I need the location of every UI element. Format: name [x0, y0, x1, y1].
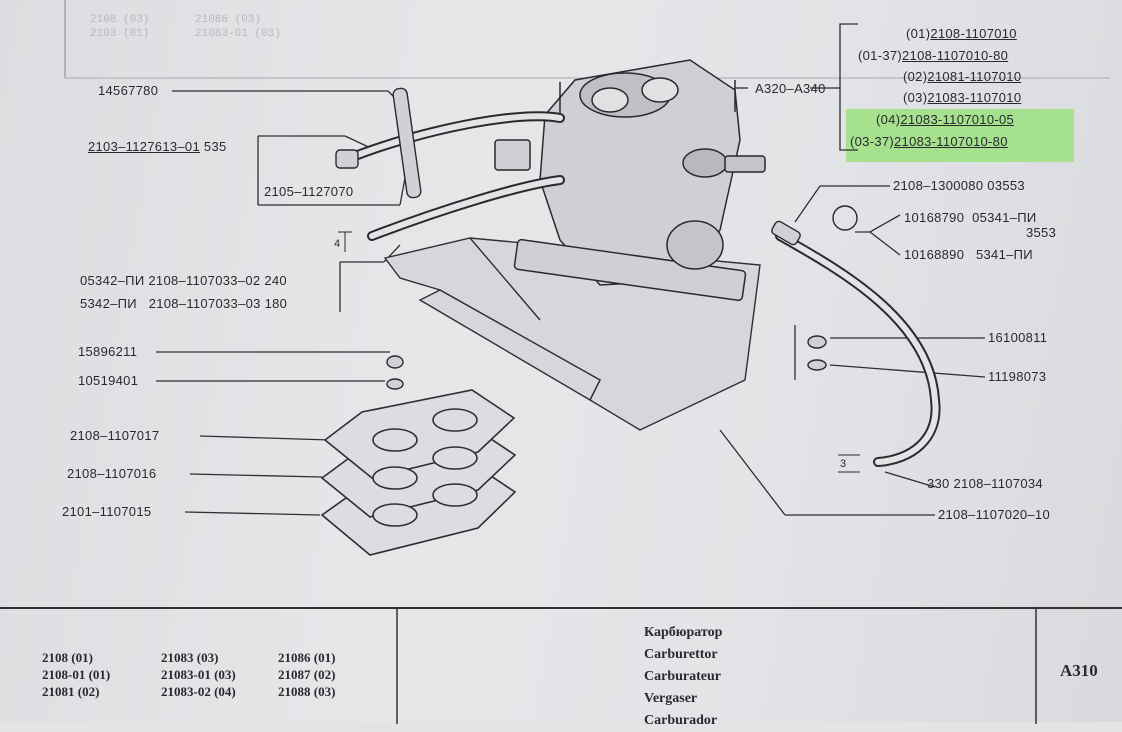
- part-names: Карбюратор Carburettor Carburateur Verga…: [644, 625, 723, 728]
- callout-2108-1300080: 2108–1300080 03553: [893, 178, 1025, 193]
- ghost-text: 21083-01 (03): [195, 28, 281, 40]
- callout-2101-015: 2101–1107015: [62, 504, 152, 519]
- callout-5342: 5342–ПИ 2108–1107033–03 180: [80, 296, 288, 311]
- variant-row-highlighted: (03-37)21083-1107010-80: [850, 134, 1008, 149]
- callout-3553: 3553: [1026, 225, 1057, 240]
- callout-11198073: 11198073: [988, 369, 1047, 384]
- callout-16100811: 16100811: [988, 330, 1048, 345]
- callout-15896211: 15896211: [78, 344, 138, 359]
- callout-2105: 2105–1127070: [264, 184, 354, 199]
- page-code: A310: [1060, 661, 1098, 680]
- callout-05342: 05342–ПИ 2108–1107033–02 240: [80, 273, 287, 288]
- highlight-box: [846, 109, 1074, 162]
- footer-dividers: [396, 609, 1037, 724]
- catalog-footer: 2108 (01) 2108-01 (01) 21081 (02) 21083 …: [0, 607, 1122, 728]
- callout-2108-016: 2108–1107016: [67, 466, 157, 481]
- ghost-text: 2108 (03): [90, 14, 150, 26]
- models-column-2: 21083 (03) 21083-01 (03) 21083-02 (04): [161, 650, 236, 699]
- callout-a320: A320–A340: [755, 81, 826, 96]
- dimension-label: 3: [840, 458, 847, 470]
- callout-10168790: 10168790 05341–ПИ: [904, 210, 1037, 225]
- dimension-label: 4: [334, 238, 341, 250]
- variant-row: (01-37)2108-1107010-80: [858, 48, 1009, 63]
- callout-2108-020: 2108–1107020–10: [938, 507, 1050, 522]
- callout-10168890: 10168890 5341–ПИ: [904, 247, 1033, 262]
- ghost-text: 21086 (03): [195, 14, 262, 26]
- callout-10519401: 10519401: [78, 373, 139, 388]
- callout-14567780: 14567780: [98, 83, 159, 98]
- ghost-text: 2103 (01): [90, 28, 150, 40]
- callout-2108-034: 330 2108–1107034: [927, 476, 1043, 491]
- variant-row: (02)21081-1107010: [903, 69, 1022, 84]
- variant-row: (01)2108-1107010: [906, 26, 1017, 41]
- variant-row: (03)21083-1107010: [903, 90, 1022, 105]
- models-column-1: 2108 (01) 2108-01 (01) 21081 (02): [42, 650, 111, 699]
- variant-row-highlighted: (04)21083-1107010-05: [876, 112, 1015, 127]
- callout-2108-017: 2108–1107017: [70, 428, 160, 443]
- callout-2103: 2103–1127613–01 535: [88, 139, 227, 154]
- models-column-3: 21086 (01) 21087 (02) 21088 (03): [278, 650, 336, 699]
